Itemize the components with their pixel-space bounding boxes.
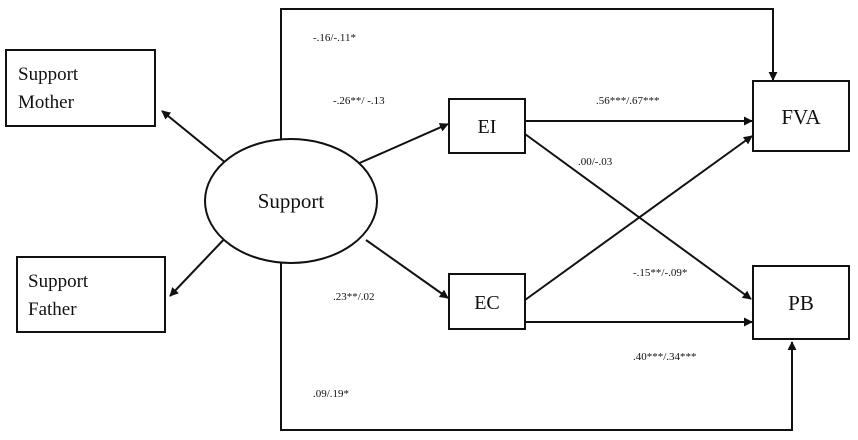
node-support-father: Support Father — [16, 256, 166, 333]
ei-label: EI — [478, 116, 497, 138]
support-father-label-1: Support — [28, 271, 89, 292]
node-support: Support — [204, 138, 378, 264]
support-mother-label-2: Mother — [18, 92, 75, 113]
coef-support-ec: .23**/.02 — [333, 291, 375, 303]
coef-ec-fva: -.15**/-.09* — [633, 267, 687, 279]
node-pb: PB — [752, 265, 850, 340]
node-fva: FVA — [752, 80, 850, 152]
coef-support-ei: -.26**/ -.13 — [333, 95, 385, 107]
coef-ei-pb: .00/-.03 — [578, 156, 613, 168]
edge-ei-to-pb — [524, 133, 752, 300]
edge-support-to-pb — [280, 262, 797, 431]
ec-label: EC — [474, 292, 500, 314]
coefficients: -.16/-.11* -.26**/ -.13 .56***/.67*** .0… — [313, 32, 697, 400]
coef-ei-fva: .56***/.67*** — [596, 95, 660, 107]
node-ec: EC — [448, 273, 526, 330]
edge-ec-to-fva — [524, 135, 753, 301]
edge-support-to-mother — [161, 110, 233, 169]
edge-support-to-father — [169, 232, 231, 297]
edge-support-to-ec — [365, 239, 449, 299]
support-father-label-2: Father — [28, 299, 77, 320]
support-label: Support — [258, 189, 325, 213]
node-support-mother: Support Mother — [5, 49, 156, 127]
support-mother-label-1: Support — [18, 64, 79, 85]
fva-label: FVA — [781, 105, 821, 129]
edges — [161, 8, 797, 431]
edge-support-to-fva — [280, 8, 778, 140]
pb-label: PB — [788, 291, 814, 315]
coef-support-fva: -.16/-.11* — [313, 32, 356, 44]
node-ei: EI — [448, 98, 526, 154]
edge-support-to-ei — [354, 123, 449, 166]
coef-support-pb: .09/.19* — [313, 388, 349, 400]
coef-ec-pb: .40***/.34*** — [633, 351, 697, 363]
